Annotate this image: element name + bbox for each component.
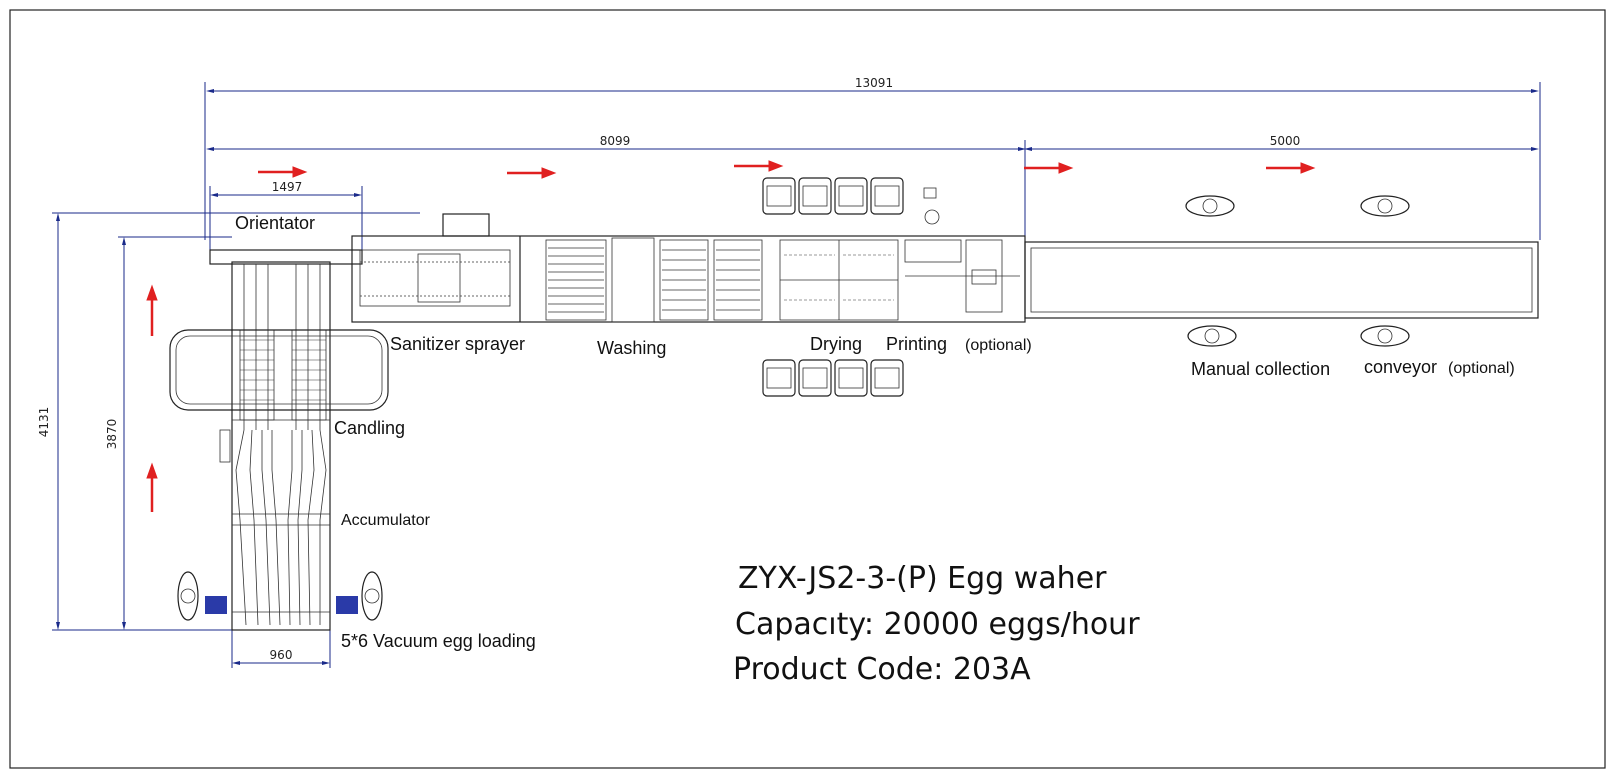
title-product-code: Product Code: 203A	[733, 652, 1031, 687]
dryer-fans-top	[762, 177, 904, 215]
operator-icon	[1360, 195, 1410, 217]
label-printing-optional: (optional)	[965, 337, 1032, 354]
dimension-label-5000: 5000	[1270, 134, 1301, 148]
dimension-label-8099: 8099	[600, 134, 631, 148]
dryer-fan-unit	[870, 359, 904, 397]
dimension-label-13091: 13091	[855, 76, 893, 90]
label-conveyor-optional: (optional)	[1448, 360, 1515, 377]
operator-icons	[177, 195, 1410, 621]
dimension-label-4131: 4131	[37, 407, 51, 438]
operator-icon	[361, 571, 383, 621]
operator-icon	[177, 571, 199, 621]
operator-icon	[1187, 325, 1237, 347]
vertical-feed-line	[169, 213, 490, 631]
label-drying: Drying	[810, 334, 862, 354]
label-washing: Washing	[597, 338, 666, 358]
flow-arrow-up	[146, 462, 158, 512]
operator-icon	[1360, 325, 1410, 347]
flow-arrow-right	[507, 167, 557, 179]
dryer-fan-unit	[834, 359, 868, 397]
dryer-fan-unit	[762, 359, 796, 397]
dimension-main-length: 8099	[206, 134, 1026, 240]
operator-icon	[1185, 195, 1235, 217]
dimension-loader-width: 960	[231, 630, 331, 668]
dimension-label-1497: 1497	[272, 180, 303, 194]
dimension-label-3870: 3870	[105, 419, 119, 450]
dimension-height-inner: 3870	[105, 236, 232, 630]
vacuum-head-icon	[205, 596, 227, 614]
flow-arrow-up	[146, 284, 158, 336]
drawing-frame	[9, 9, 1606, 769]
dimension-height-total: 4131	[37, 212, 420, 631]
dryer-fan-unit	[762, 177, 796, 215]
title-model: ZYX-JS2-3-(P) Egg waher	[738, 561, 1107, 596]
label-vacuum-loading: 5*6 Vacuum egg loading	[341, 631, 536, 651]
flow-arrow-right	[1266, 162, 1316, 174]
conveyor-frame	[1024, 241, 1539, 319]
label-candling: Candling	[334, 418, 405, 438]
flow-arrow-right	[1024, 162, 1074, 174]
dryer-fan-unit	[798, 177, 832, 215]
washing-unit	[545, 237, 763, 323]
section-labels: Orientator Sanitizer sprayer Washing Dry…	[235, 213, 1515, 651]
label-sanitizer-sprayer: Sanitizer sprayer	[390, 334, 525, 354]
dryer-fan-unit	[798, 359, 832, 397]
vacuum-loader-heads	[205, 596, 358, 614]
control-knob-icon	[924, 209, 940, 225]
collection-conveyor	[1024, 241, 1539, 319]
vertical-conveyor-frame	[231, 261, 331, 631]
label-orientator: Orientator	[235, 213, 315, 233]
printing-unit	[904, 239, 1020, 313]
main-washer-line	[351, 187, 1026, 323]
label-manual-collection: Manual collection	[1191, 359, 1330, 379]
sanitizer-sprayer-unit	[359, 249, 511, 307]
flow-arrows	[146, 160, 1316, 512]
title-capacity: Capacıty: 20000 eggs/hour	[735, 607, 1140, 642]
dimension-label-960: 960	[270, 648, 293, 662]
dryer-fans-bottom	[762, 359, 904, 397]
flow-arrow-right	[258, 166, 308, 178]
control-panel-icon	[923, 187, 937, 199]
vacuum-head-icon	[336, 596, 358, 614]
dimension-total-length: 13091	[204, 76, 1541, 240]
main-line-frame	[351, 235, 1026, 323]
flow-arrow-right	[734, 160, 784, 172]
dryer-fan-unit	[834, 177, 868, 215]
label-printing: Printing	[886, 334, 947, 354]
drying-unit	[779, 239, 899, 321]
label-accumulator: Accumulator	[341, 512, 431, 529]
dimension-orientator-width: 1497	[209, 180, 363, 258]
label-conveyor: conveyor	[1364, 357, 1437, 377]
orientator-frame	[209, 249, 363, 265]
dimension-conveyor-length: 5000	[1024, 134, 1539, 151]
dryer-fan-unit	[870, 177, 904, 215]
title-block: ZYX-JS2-3-(P) Egg waher Capacıty: 20000 …	[733, 561, 1140, 687]
candling-booth	[169, 329, 389, 411]
